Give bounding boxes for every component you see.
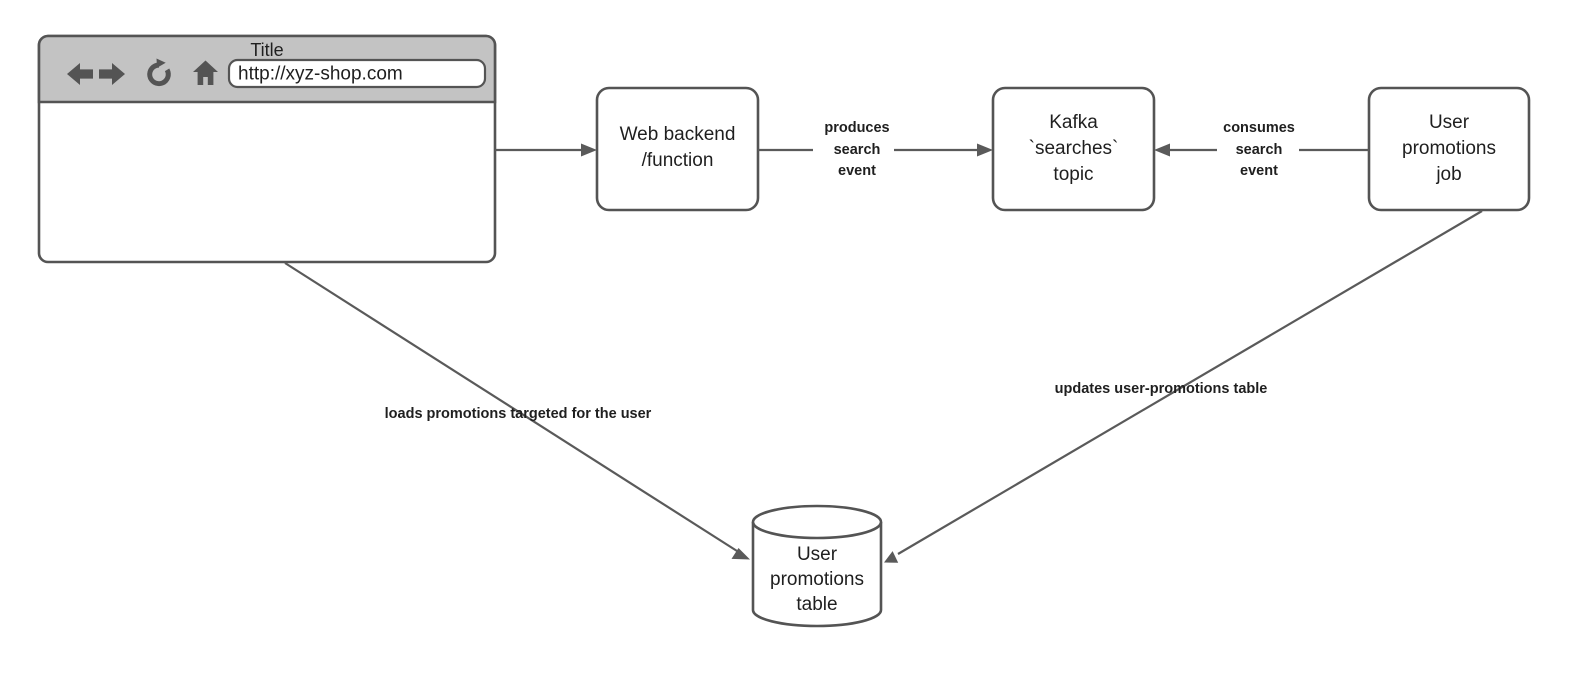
web-backend-label-line-1: Web backend — [620, 124, 736, 145]
forward-arrow-icon[interactable] — [99, 63, 125, 85]
edge-job-to-kafka-arrowhead — [1154, 143, 1170, 157]
browser-window[interactable]: Title http://xyz-shop.com — [37, 34, 497, 264]
db-label-line-1: User — [797, 544, 838, 565]
db-cylinder-top-fill — [753, 506, 881, 538]
edge-job-to-kafka-label-line-2: search — [1236, 142, 1283, 158]
edge-job-to-table-line — [897, 210, 1483, 555]
kafka-topic-label-line-2: `searches` — [1029, 138, 1119, 159]
db-label-line-3: table — [796, 594, 837, 615]
home-icon[interactable] — [192, 60, 218, 86]
edge-backend-to-kafka-label-line-2: search — [834, 142, 881, 158]
edge-job-to-table-label: updates user-promotions table — [1055, 381, 1268, 397]
db-cylinder-top-border — [751, 504, 883, 540]
edge-browser-to-backend — [495, 143, 597, 157]
url-input-value: http://xyz-shop.com — [238, 64, 403, 85]
edge-browser-to-table-line — [284, 262, 738, 552]
user-promotions-job-box-fill — [1369, 88, 1529, 210]
edge-browser-to-table-label: loads promotions targeted for the user — [385, 406, 652, 422]
url-input[interactable] — [227, 58, 487, 89]
edge-backend-to-kafka: produces search event — [758, 120, 993, 179]
reload-icon[interactable] — [147, 58, 171, 87]
back-arrow-icon[interactable] — [67, 63, 93, 85]
web-backend-box-fill — [597, 88, 758, 210]
db-cylinder-body-fill — [753, 522, 881, 626]
edge-browser-to-table-arrowhead — [731, 548, 750, 560]
user-promotions-job-label-line-2: promotions — [1402, 138, 1496, 159]
edge-backend-to-kafka-label-line-3: event — [838, 163, 876, 179]
edge-browser-to-backend-arrowhead — [581, 143, 597, 157]
user-promotions-job-label-line-3: job — [1435, 164, 1461, 185]
kafka-topic-box-fill — [993, 88, 1154, 210]
edge-job-to-table: updates user-promotions table — [884, 210, 1483, 563]
web-backend-label-line-2: /function — [642, 150, 714, 171]
node-user-promotions-job[interactable]: User promotions job — [1367, 86, 1531, 212]
edge-job-to-kafka-label-line-1: consumes — [1223, 120, 1295, 136]
browser-window-title: Title — [250, 40, 283, 60]
kafka-topic-box-border — [991, 86, 1156, 212]
edge-browser-to-table: loads promotions targeted for the user — [284, 262, 750, 560]
db-label-line-2: promotions — [770, 569, 864, 590]
edge-job-to-table-arrowhead — [884, 551, 899, 563]
db-cylinder-body-border — [751, 522, 883, 628]
kafka-topic-label-line-1: Kafka — [1049, 112, 1098, 133]
edge-backend-to-kafka-label-line-1: produces — [824, 120, 889, 136]
node-user-promotions-table[interactable]: User promotions table — [751, 504, 883, 628]
user-promotions-job-label-line-1: User — [1429, 112, 1470, 133]
node-web-backend[interactable]: Web backend /function — [595, 86, 760, 212]
edge-backend-to-kafka-arrowhead — [977, 143, 993, 157]
node-kafka-topic[interactable]: Kafka `searches` topic — [991, 86, 1156, 212]
browser-chrome-border — [37, 34, 497, 104]
kafka-topic-label-line-3: topic — [1053, 164, 1093, 185]
edge-job-to-kafka-label-line-3: event — [1240, 163, 1278, 179]
edge-job-to-kafka: consumes search event — [1154, 120, 1369, 179]
